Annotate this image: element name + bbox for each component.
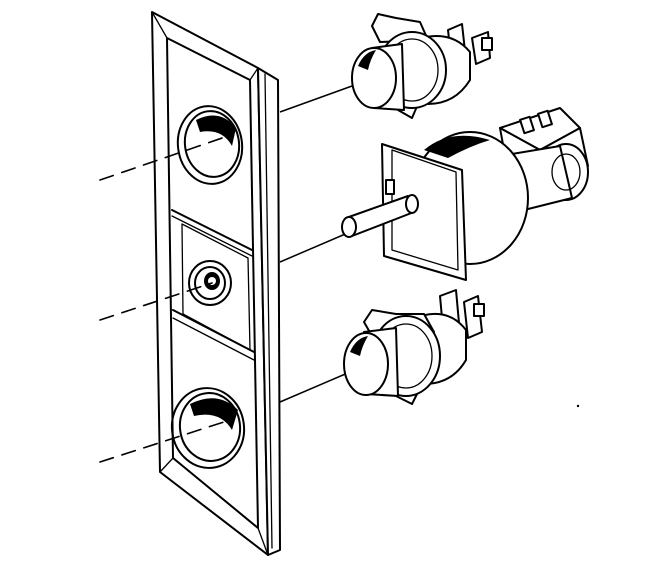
panel-divider-top [171,209,253,251]
left-leader-lines [99,135,231,463]
panel-lower-opening [170,387,246,469]
terminal-tab [481,37,493,51]
switch-button-face [351,47,397,109]
panel-center-recess [181,223,251,351]
plate-slot [385,179,395,195]
switch-bezel-panel [151,11,281,556]
panel-divider-top-inner [171,215,253,257]
leader-to-switch-lower [279,371,351,403]
right-leader-lines [279,85,353,403]
leader-upper [99,135,229,181]
switch-button-face [343,332,389,396]
push-switch-upper [351,13,493,119]
panel-upper-opening [176,105,244,185]
push-switch-lower [343,289,485,405]
rotary-switch-center [341,107,589,281]
stray-dot [576,404,580,408]
leader-center [99,282,213,321]
leader-to-switch-center [279,231,351,263]
shaft-tip [341,216,357,238]
panel-side-line [264,73,273,549]
panel-divider-bottom-inner [172,317,255,361]
panel-center-opening [188,260,232,306]
panel-bevel-corners [151,11,269,556]
terminal-tab [473,303,485,317]
leader-to-switch-upper [279,85,353,113]
leader-lower [99,419,231,463]
